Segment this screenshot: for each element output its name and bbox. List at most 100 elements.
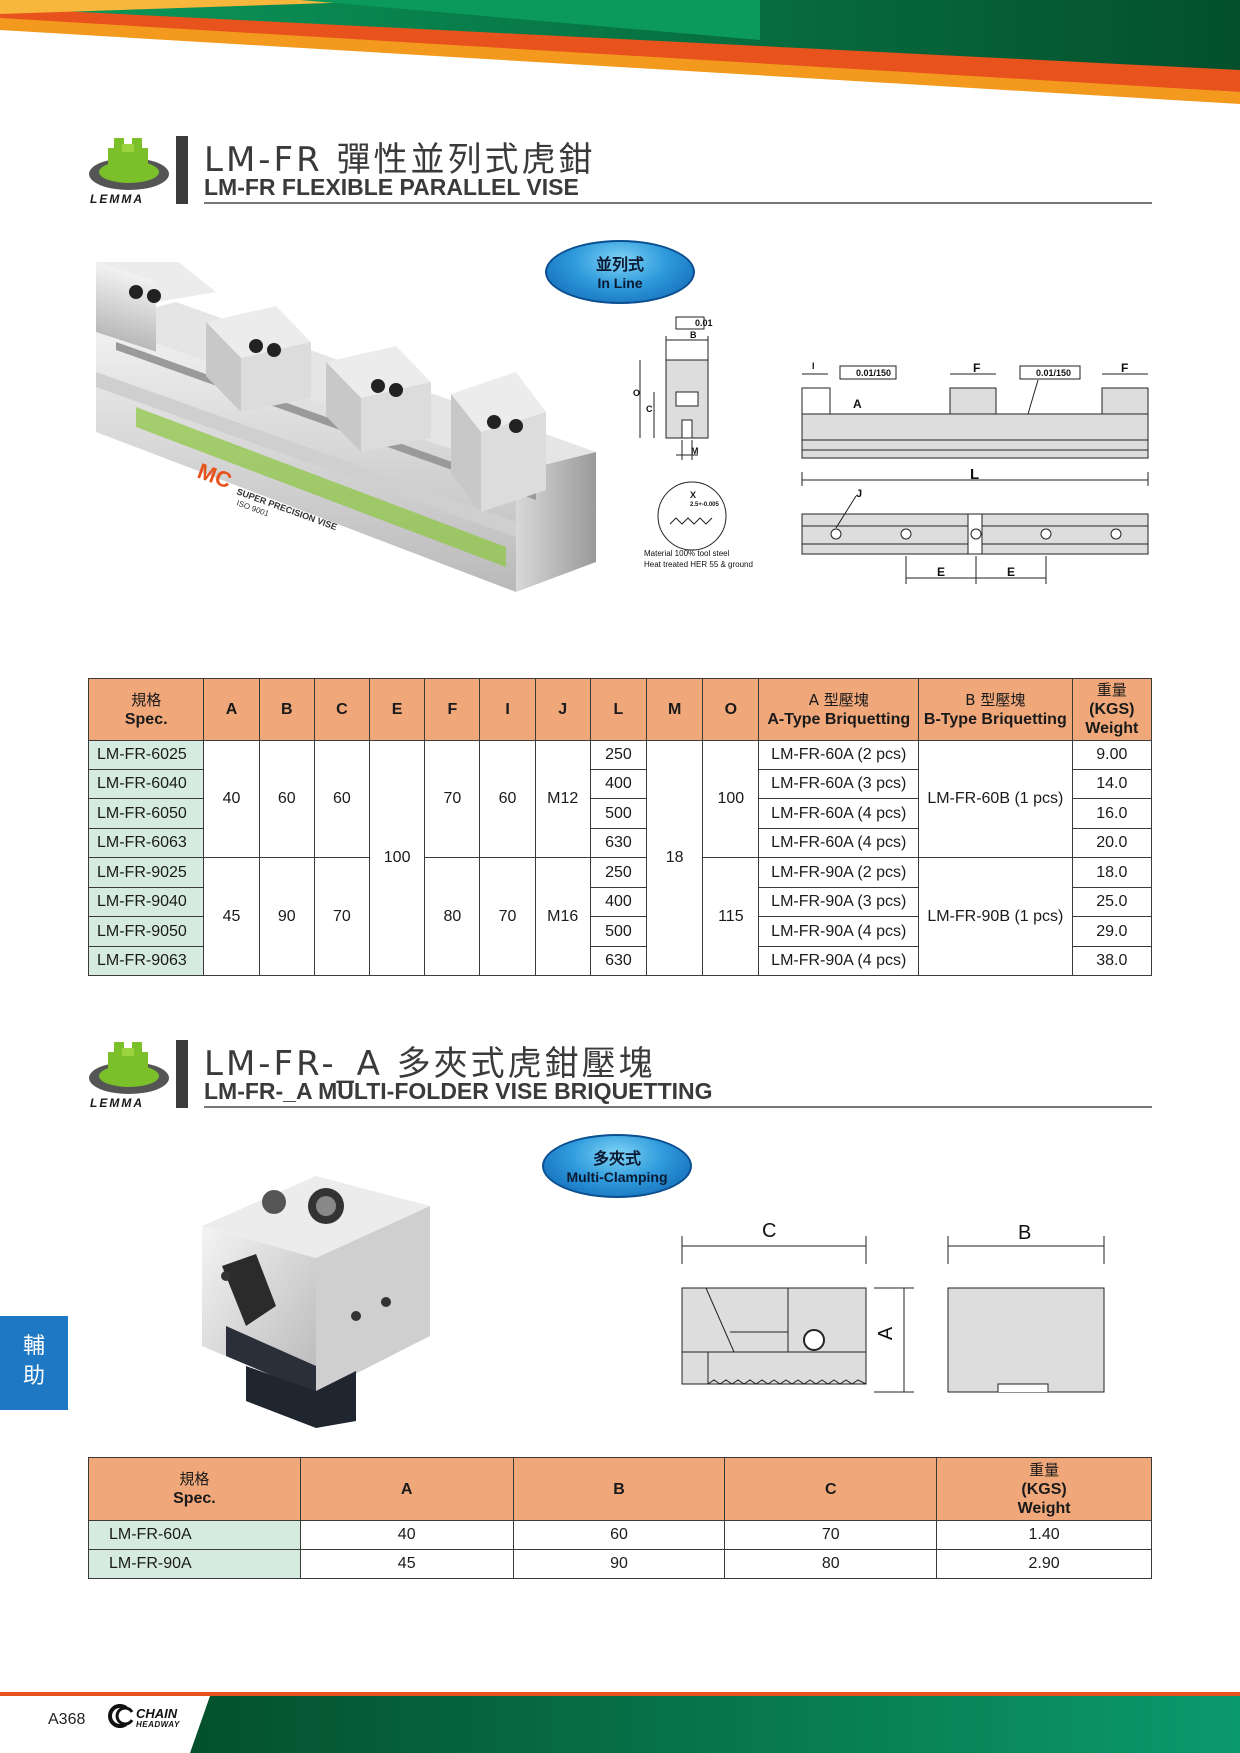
- detail-circle-drawing: [657, 481, 727, 551]
- l-cell: 400: [589, 887, 648, 917]
- weight-cell: 18.0: [1071, 857, 1153, 888]
- atype-cell: LM-FR-60A (3 pcs): [758, 769, 920, 799]
- lemma-wordmark: LEMMA: [90, 192, 144, 206]
- in-line-badge: 並列式 In Line: [545, 240, 695, 304]
- dim-f: F: [973, 361, 981, 375]
- table-row: LM-FR-6063 630 LM-FR-60A (4 pcs) 20.0: [87, 828, 1153, 858]
- i-cell: 60: [479, 740, 536, 858]
- atype-cell: LM-FR-90A (4 pcs): [758, 916, 920, 947]
- spec-cell: LM-FR-6063: [87, 828, 205, 858]
- i-cell: 70: [479, 857, 536, 976]
- lemma-logo: LEMMA: [88, 136, 170, 208]
- weight-cell: 25.0: [1071, 887, 1153, 917]
- dim-i: I: [812, 361, 815, 371]
- dim2-a: A: [875, 1326, 898, 1341]
- chain-logo-top: CHAIN: [136, 1706, 178, 1721]
- atype-cell: LM-FR-90A (2 pcs): [758, 857, 920, 888]
- section1-heading: LEMMA LM-FR 彈性並列式虎鉗 LM-FR FLEXIBLE PARAL…: [88, 136, 1152, 216]
- detail-value: 2.5+-0.005: [690, 502, 719, 508]
- col-a: A: [299, 1457, 514, 1521]
- badge-cn: 並列式: [595, 255, 644, 274]
- f-cell: 70: [424, 740, 481, 858]
- dim-m: M: [691, 446, 699, 456]
- heat-note: Heat treated HER 55 & ground: [644, 560, 753, 569]
- parallel-vise-photo: MC SUPER PRECISION VISE ISO 9001: [96, 262, 596, 592]
- table-row: LM-FR-9025 45 90 70 80 70 M16 250 115 LM…: [87, 857, 1153, 976]
- vise-front-top-drawing: [801, 365, 1149, 584]
- badge-en: In Line: [597, 275, 643, 291]
- briquetting-drawing: [681, 1236, 1105, 1393]
- dim-tol3: 0.01/150: [1036, 368, 1072, 378]
- table-row: LM-FR-9063 630 LM-FR-90A (4 pcs) 38.0: [87, 946, 1153, 976]
- dim-l: L: [970, 466, 980, 483]
- dim-f2: F: [1121, 361, 1129, 375]
- j-cell: M12: [534, 740, 591, 858]
- b-cell: 60: [258, 740, 315, 858]
- badge-cn: 多夾式: [592, 1149, 641, 1168]
- side-category-tab[interactable]: 輔 助: [0, 1316, 68, 1410]
- weight-cell: 20.0: [1071, 828, 1153, 858]
- page-number: A368: [48, 1711, 86, 1728]
- dim-j: J: [856, 488, 863, 500]
- spec-cell: LM-FR-9050: [87, 916, 205, 947]
- top-decorative-band: [0, 0, 1240, 104]
- l-cell: 250: [589, 857, 648, 888]
- atype-cell: LM-FR-60A (4 pcs): [758, 798, 920, 829]
- col-i: I: [479, 678, 536, 741]
- spec-cell: LM-FR-6040: [87, 769, 205, 799]
- atype-cell: LM-FR-90A (3 pcs): [758, 887, 920, 917]
- col-weight: 重量(KGS)Weight: [936, 1457, 1152, 1521]
- spec-cell: LM-FR-9063: [87, 946, 205, 976]
- lemma-wordmark: LEMMA: [90, 1096, 144, 1110]
- atype-cell: LM-FR-90A (4 pcs): [758, 946, 920, 976]
- spec-cell: LM-FR-6050: [87, 798, 205, 829]
- spec-cell: LM-FR-9040: [87, 887, 205, 917]
- weight-cell: 29.0: [1071, 916, 1153, 947]
- table-row: LM-FR-9040 400 LM-FR-90A (3 pcs) 25.0: [87, 887, 1153, 917]
- side-tab-line1: 輔: [22, 1334, 45, 1359]
- col-b: B: [258, 678, 315, 741]
- table-row: LM-FR-90A 45 90 80 2.90: [88, 1549, 1152, 1579]
- btype-cell: LM-FR-60B (1 pcs): [918, 740, 1073, 858]
- dim-c: C: [646, 404, 653, 414]
- dim-a: A: [853, 397, 862, 411]
- spec-cell: LM-FR-60A: [88, 1520, 301, 1550]
- col-l: L: [589, 678, 648, 741]
- section2-heading: LEMMA LM-FR-_A 多夾式虎鉗壓塊 LM-FR-_A MULTI-FO…: [88, 1040, 1152, 1120]
- c-cell: 70: [724, 1520, 938, 1550]
- table-row: LM-FR-60A 40 60 70 1.40: [88, 1520, 1152, 1550]
- btype-cell: LM-FR-90B (1 pcs): [918, 857, 1073, 976]
- side-tab-line2: 助: [22, 1364, 45, 1389]
- col-weight: 重量(KGS)Weight: [1071, 678, 1153, 741]
- l-cell: 630: [589, 946, 648, 976]
- weight-cell: 14.0: [1071, 769, 1153, 799]
- o-cell: 100: [702, 740, 760, 858]
- multi-clamping-badge: 多夾式 Multi-Clamping: [542, 1134, 692, 1198]
- weight-cell: 2.90: [936, 1549, 1152, 1579]
- b-cell: 90: [258, 857, 315, 976]
- a-cell: 40: [203, 740, 260, 858]
- j-cell: M16: [534, 857, 591, 976]
- briquetting-photo: [202, 1176, 430, 1428]
- a-cell: 40: [299, 1520, 514, 1550]
- o-cell: 115: [702, 857, 760, 976]
- badge-en: Multi-Clamping: [566, 1169, 668, 1185]
- f-cell: 80: [424, 857, 481, 976]
- col-m: M: [646, 678, 704, 741]
- weight-cell: 16.0: [1071, 798, 1153, 829]
- table-row: LM-FR-9050 500 LM-FR-90A (4 pcs) 29.0: [87, 916, 1153, 947]
- dim2-b: B: [1018, 1222, 1032, 1244]
- atype-cell: LM-FR-60A (2 pcs): [758, 740, 920, 770]
- section1-title-cn: LM-FR 彈性並列式虎鉗: [204, 140, 596, 180]
- heading-rule: [204, 202, 1152, 204]
- col-a: A: [203, 678, 260, 741]
- dim-e1: E: [937, 565, 946, 579]
- dim-o: O: [633, 388, 641, 398]
- col-c: C: [724, 1457, 938, 1521]
- dim-tol2: 0.01/150: [856, 368, 892, 378]
